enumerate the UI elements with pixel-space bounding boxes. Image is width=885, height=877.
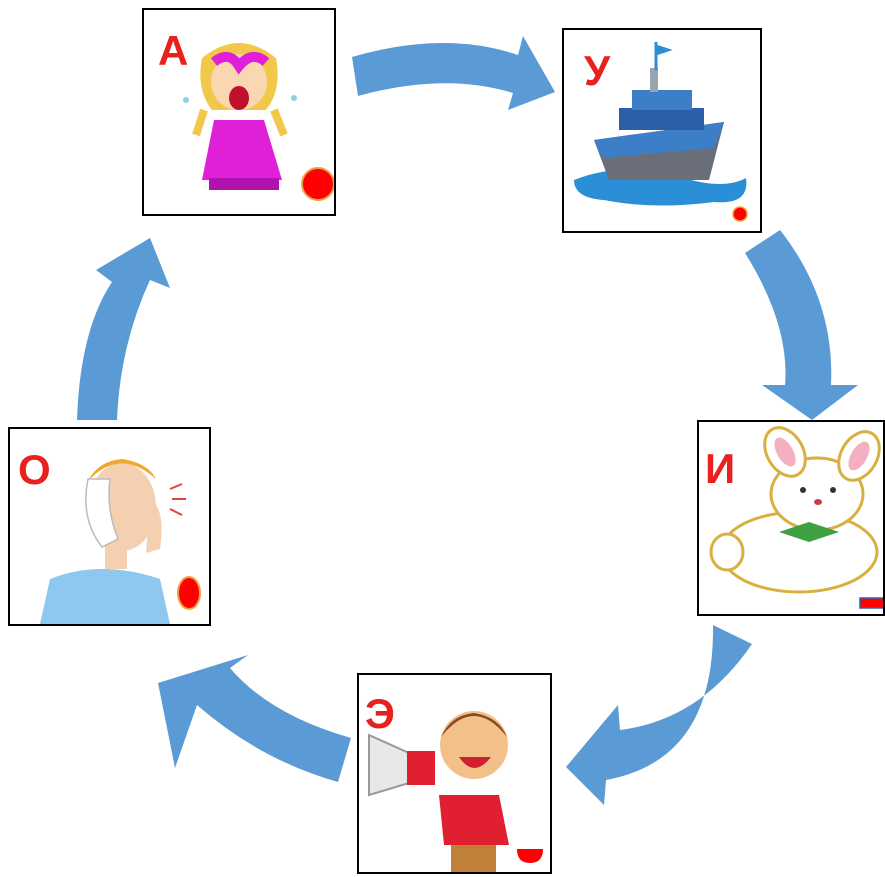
mouth-shape-small-round (732, 206, 748, 222)
mouth-shape-open (301, 167, 334, 201)
arrow-a-to-u (352, 36, 555, 110)
card-i: И (697, 420, 885, 616)
letter-i: И (705, 445, 736, 492)
arrow-o-to-a (77, 238, 170, 420)
letter-a: А (158, 27, 189, 74)
card-o: О (8, 427, 211, 626)
toothache-man-icon (40, 459, 186, 624)
arrow-u-to-i (745, 230, 858, 420)
card-u: У (562, 28, 762, 233)
mouth-shape-oval (177, 576, 201, 610)
arrow-i-to-e (566, 625, 752, 805)
ship-icon (574, 42, 747, 206)
letter-e: Э (365, 690, 395, 737)
mouth-shape-half-round (517, 849, 543, 863)
mouth-shape-wide (859, 597, 883, 609)
letter-u: У (584, 47, 611, 94)
letter-o: О (18, 446, 51, 493)
boy-megaphone-icon (368, 711, 509, 872)
crying-girl-icon (183, 43, 297, 190)
bunny-icon (709, 426, 881, 594)
arrow-e-to-o (158, 655, 351, 782)
card-e: Э (357, 673, 552, 874)
card-a: А (142, 8, 336, 216)
